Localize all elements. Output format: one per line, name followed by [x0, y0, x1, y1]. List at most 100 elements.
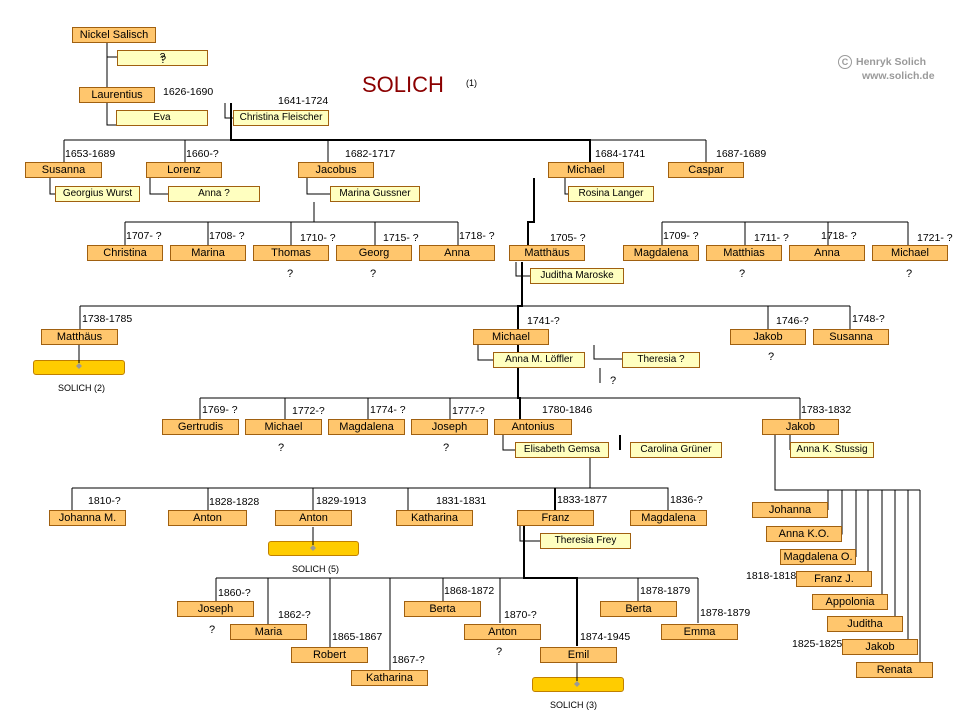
date-label: 1878-1879	[700, 607, 751, 619]
person-michael-1721[interactable]: Michael	[872, 245, 948, 261]
person-anton-1829[interactable]: Anton	[275, 510, 352, 526]
person-magdalena-1836[interactable]: Magdalena	[630, 510, 707, 526]
person-anna-1718[interactable]: Anna	[419, 245, 495, 261]
branch-solich-5[interactable]	[268, 541, 359, 556]
spouse-juditha-maroske[interactable]: Juditha Maroske	[530, 268, 624, 284]
person-jacobus[interactable]: Jacobus	[298, 162, 374, 178]
branch-solich-3[interactable]	[532, 677, 624, 692]
date-label: 1870-?	[504, 609, 537, 621]
person-appolonia[interactable]: Appolonia	[812, 594, 888, 610]
date-label: 1836-?	[670, 494, 703, 506]
person-christina[interactable]: Christina	[87, 245, 163, 261]
date-label: 1660-?	[186, 148, 219, 160]
person-jakob-1746[interactable]: Jakob	[730, 329, 806, 345]
date-label: 1718- ?	[459, 230, 495, 242]
person-emil[interactable]: Emil	[540, 647, 617, 663]
person-joseph-1860[interactable]: Joseph	[177, 601, 254, 617]
person-johanna-m[interactable]: Johanna M.	[49, 510, 126, 526]
date-label: 1705- ?	[550, 232, 586, 244]
person-gertrudis[interactable]: Gertrudis	[162, 419, 239, 435]
unknown-marker: ?	[443, 442, 450, 454]
unknown-marker: ?	[370, 268, 377, 280]
spouse-theresia[interactable]: Theresia ?	[622, 352, 700, 368]
person-matthias[interactable]: Matthias	[706, 245, 782, 261]
person-magdalena-1774[interactable]: Magdalena	[328, 419, 405, 435]
unknown-marker: ?	[496, 646, 503, 658]
person-berta-1868[interactable]: Berta	[404, 601, 481, 617]
date-label: 1860-?	[218, 587, 251, 599]
person-jakob-1825[interactable]: Jakob	[842, 639, 918, 655]
person-anton-1828[interactable]: Anton	[168, 510, 247, 526]
date-label: 1653-1689	[65, 148, 116, 160]
person-nickel-salisch[interactable]: Nickel Salisch	[72, 27, 156, 43]
date-label: 1772-?	[292, 405, 325, 417]
person-susanna[interactable]: Susanna	[25, 162, 102, 178]
person-katharina-1867[interactable]: Katharina	[351, 670, 428, 686]
person-maria[interactable]: Maria	[230, 624, 307, 640]
person-antonius[interactable]: Antonius	[494, 419, 572, 435]
person-laurentius[interactable]: Laurentius	[79, 87, 155, 103]
person-magdalena-o[interactable]: Magdalena O.	[780, 549, 856, 565]
person-juditha[interactable]: Juditha	[827, 616, 903, 632]
person-michael-1684[interactable]: Michael	[548, 162, 624, 178]
person-thomas[interactable]: Thomas	[253, 245, 329, 261]
unknown-marker: ?	[209, 624, 216, 636]
person-katharina-1831[interactable]: Katharina	[396, 510, 473, 526]
date-label: 1868-1872	[444, 585, 495, 597]
person-lorenz[interactable]: Lorenz	[146, 162, 222, 178]
spouse-anna-loeffler[interactable]: Anna M. Löffler	[493, 352, 585, 368]
date-label: 1687-1689	[716, 148, 767, 160]
spouse-christina-fleischer[interactable]: Christina Fleischer	[233, 110, 329, 126]
person-renata[interactable]: Renata	[856, 662, 933, 678]
person-michael-1741[interactable]: Michael	[473, 329, 549, 345]
person-joseph-1777[interactable]: Joseph	[411, 419, 488, 435]
date-label: 1867-?	[392, 654, 425, 666]
person-anna-1718b[interactable]: Anna	[789, 245, 865, 261]
person-berta-1878[interactable]: Berta	[600, 601, 677, 617]
spouse-georgius-wurst[interactable]: Georgius Wurst	[55, 186, 140, 202]
branch-reference[interactable]: SOLICH (5)	[292, 564, 340, 574]
person-franz-j[interactable]: Franz J.	[796, 571, 872, 587]
person-anton-1870[interactable]: Anton	[464, 624, 541, 640]
person-magdalena-1709[interactable]: Magdalena	[623, 245, 699, 261]
spouse-unknown[interactable]: ?	[117, 50, 208, 66]
date-label: 1825-1825	[792, 638, 843, 650]
spouse-marina-gussner[interactable]: Marina Gussner	[330, 186, 420, 202]
person-johanna[interactable]: Johanna	[752, 502, 828, 518]
unknown-marker: ?	[287, 268, 294, 280]
date-label: 1710- ?	[300, 232, 336, 244]
person-susanna-1748[interactable]: Susanna	[813, 329, 889, 345]
unknown-marker: ?	[160, 54, 167, 66]
spouse-rosina-langer[interactable]: Rosina Langer	[568, 186, 654, 202]
spouse-theresia-frey[interactable]: Theresia Frey	[540, 533, 631, 549]
person-franz[interactable]: Franz	[517, 510, 594, 526]
person-jakob-1783[interactable]: Jakob	[762, 419, 839, 435]
page-title: SOLICH	[362, 72, 444, 97]
date-label: 1833-1877	[557, 494, 608, 506]
date-label: 1641-1724	[278, 95, 329, 107]
branch-reference[interactable]: SOLICH (2)	[58, 383, 106, 393]
branch-solich-2[interactable]	[33, 360, 125, 375]
person-matthaeus-1738[interactable]: Matthäus	[41, 329, 118, 345]
person-marina[interactable]: Marina	[170, 245, 246, 261]
date-label: 1718- ?	[821, 230, 857, 242]
spouse-anna-stussig[interactable]: Anna K. Stussig	[790, 442, 874, 458]
copyright-icon: C	[838, 55, 852, 70]
person-caspar[interactable]: Caspar	[668, 162, 744, 178]
unknown-marker: ?	[610, 375, 617, 387]
date-label: 1684-1741	[595, 148, 646, 160]
spouse-eva[interactable]: Eva	[116, 110, 208, 126]
person-emma[interactable]: Emma	[661, 624, 738, 640]
branch-reference[interactable]: SOLICH (3)	[550, 700, 598, 710]
spouse-anna[interactable]: Anna ?	[168, 186, 260, 202]
spouse-elisabeth-gemsa[interactable]: Elisabeth Gemsa	[515, 442, 609, 458]
website-link[interactable]: www.solich.de	[862, 70, 935, 82]
date-label: 1721- ?	[917, 232, 953, 244]
person-anna-ko[interactable]: Anna K.O.	[766, 526, 842, 542]
person-robert[interactable]: Robert	[291, 647, 368, 663]
person-georg[interactable]: Georg	[336, 245, 412, 261]
person-michael-1772[interactable]: Michael	[245, 419, 322, 435]
person-matthaeus-1705[interactable]: Matthäus	[509, 245, 585, 261]
spouse-carolina-gruener[interactable]: Carolina Grüner	[630, 442, 722, 458]
